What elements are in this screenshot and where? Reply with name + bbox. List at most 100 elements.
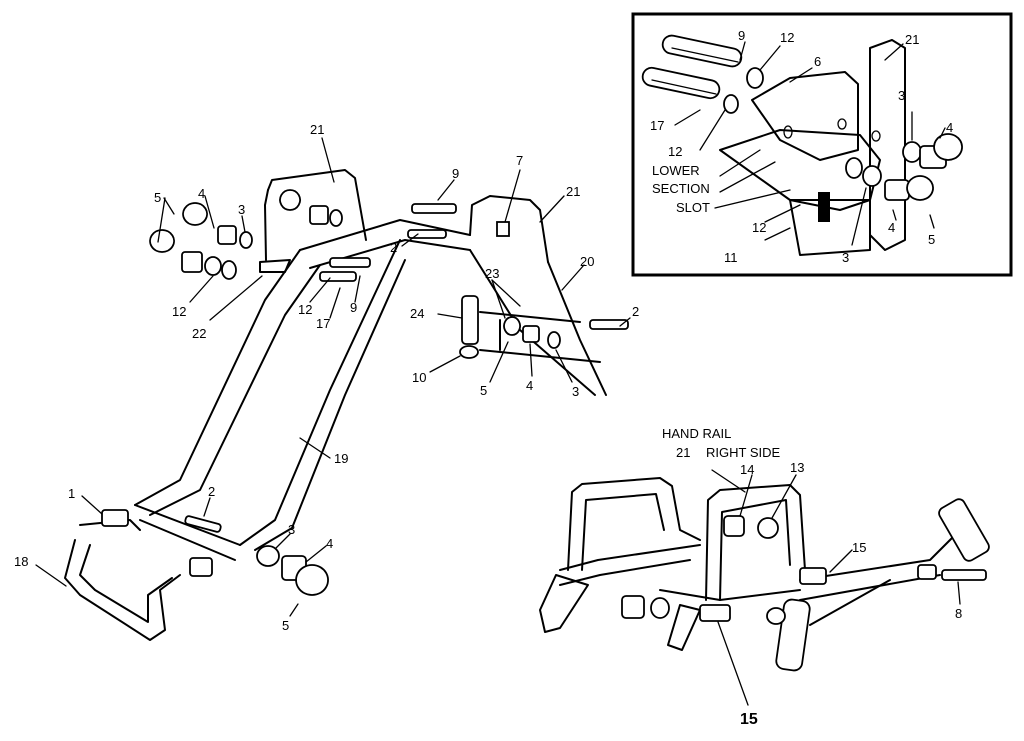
label-4a: 4 xyxy=(198,186,205,201)
washer-3-mid xyxy=(547,331,561,349)
washer-12b xyxy=(221,260,237,280)
label-18: 18 xyxy=(14,554,28,569)
label-2a: 2 xyxy=(390,240,397,255)
label-4c: 4 xyxy=(326,536,333,551)
bolt-2b xyxy=(589,319,629,330)
inset-label-12c: 12 xyxy=(752,220,766,235)
hand-rail-bottom-left xyxy=(667,604,701,651)
inset-cap-5b xyxy=(906,175,934,201)
hand-rail-grip xyxy=(938,498,990,562)
bolt-9a xyxy=(411,203,457,214)
inset-frame xyxy=(631,12,1013,277)
inset-bracket-6 xyxy=(751,71,859,161)
bracket-15 xyxy=(699,604,731,622)
label-9a: 9 xyxy=(452,166,459,181)
bolt-2a xyxy=(407,229,447,239)
inset-bolt-17 xyxy=(641,66,721,100)
label-5b: 5 xyxy=(480,383,487,398)
label-24: 24 xyxy=(410,306,424,321)
main-tube-19 xyxy=(134,249,301,506)
left-handle-21 xyxy=(267,169,367,241)
hand-rail-right-21 xyxy=(705,484,806,601)
inset-label-4a: 4 xyxy=(946,120,953,135)
inset-label-6: 6 xyxy=(814,54,821,69)
label-2c: 2 xyxy=(208,484,215,499)
nut-4a xyxy=(217,225,237,245)
label-22: 22 xyxy=(192,326,206,341)
support-22 xyxy=(259,259,291,273)
inset-bolt-9 xyxy=(661,34,743,68)
lower-crossbar xyxy=(134,504,241,561)
label-12b: 12 xyxy=(298,302,312,317)
hand-rail-label-8: 8 xyxy=(955,606,962,621)
base-18 xyxy=(64,519,181,641)
inset-washer-3b xyxy=(862,165,882,187)
inset-label-5: 5 xyxy=(928,232,935,247)
inset-washer-3a xyxy=(902,141,922,163)
bolt-17 xyxy=(319,271,357,282)
inset-washer-12b xyxy=(723,94,739,114)
label-5c: 5 xyxy=(282,618,289,633)
inset-nut-4b xyxy=(884,179,910,201)
inset-handle-21 xyxy=(869,39,906,251)
bolt-8 xyxy=(941,569,987,581)
label-9b: 9 xyxy=(350,300,357,315)
cap-5b xyxy=(149,229,175,253)
label-20: 20 xyxy=(580,254,594,269)
inset-detail: 9 12 21 6 3 4 17 12 LOWER SECTION SLOT 1… xyxy=(631,12,1013,277)
cap-5a xyxy=(182,202,208,226)
bolt-9b xyxy=(329,257,371,268)
nut-4b xyxy=(181,251,203,273)
inset-slot-plate-11 xyxy=(789,199,871,256)
hand-rail-label-21: 21 xyxy=(676,445,690,460)
washer-3-bottom xyxy=(256,545,280,567)
hand-rail-left-loop xyxy=(567,477,701,571)
foot-10 xyxy=(459,345,479,359)
inset-label-lower: LOWER xyxy=(652,163,700,178)
label-4b: 4 xyxy=(526,378,533,393)
main-assembly: 21 9 7 21 5 4 3 2 20 12 22 12 17 9 23 24… xyxy=(14,122,639,641)
cap-5-mid xyxy=(503,316,521,336)
cap-5-bottom xyxy=(295,564,329,596)
bracket-1 xyxy=(101,509,129,527)
washer-3a xyxy=(239,231,253,249)
label-7: 7 xyxy=(516,153,523,168)
inset-label-slot: SLOT xyxy=(676,200,710,215)
bolt-2c xyxy=(184,515,222,533)
inset-label-11: 11 xyxy=(724,250,738,265)
label-1: 1 xyxy=(68,486,75,501)
hand-rail-title: HAND RAIL xyxy=(662,426,731,441)
label-19: 19 xyxy=(334,451,348,466)
label-23: 23 xyxy=(485,266,499,281)
inset-slot xyxy=(818,192,830,222)
hand-rail-label-13: 13 xyxy=(790,460,804,475)
inset-cap-5a xyxy=(933,133,963,161)
hand-rail-detail: HAND RAIL 21 RIGHT SIDE 14 13 15 8 15 xyxy=(539,426,990,728)
label-12a: 12 xyxy=(172,304,186,319)
upper-crossbar xyxy=(299,219,471,269)
hand-rail-label-15a: 15 xyxy=(852,540,866,555)
inset-label-3b: 3 xyxy=(842,250,849,265)
right-handle-21 xyxy=(469,195,549,263)
hand-rail-right-side: RIGHT SIDE xyxy=(706,445,780,460)
bracket-7 xyxy=(496,221,510,237)
inset-label-17: 17 xyxy=(650,118,664,133)
label-3c: 3 xyxy=(288,522,295,537)
label-17: 17 xyxy=(316,316,330,331)
nut-4-mid xyxy=(522,325,540,343)
inset-washer-12a xyxy=(746,67,764,89)
nut-14 xyxy=(723,515,745,537)
label-21a: 21 xyxy=(310,122,324,137)
inset-label-3a: 3 xyxy=(898,88,905,103)
washer-12a xyxy=(204,256,222,276)
label-10: 10 xyxy=(412,370,426,385)
inset-label-9: 9 xyxy=(738,28,745,43)
hand-rail-label-14: 14 xyxy=(740,462,754,477)
label-21b: 21 xyxy=(566,184,580,199)
inset-label-12a: 12 xyxy=(780,30,794,45)
inset-label-12b: 12 xyxy=(668,144,682,159)
hand-rail-left-end xyxy=(539,574,589,633)
inset-label-21: 21 xyxy=(905,32,919,47)
plates-23 xyxy=(479,311,601,363)
